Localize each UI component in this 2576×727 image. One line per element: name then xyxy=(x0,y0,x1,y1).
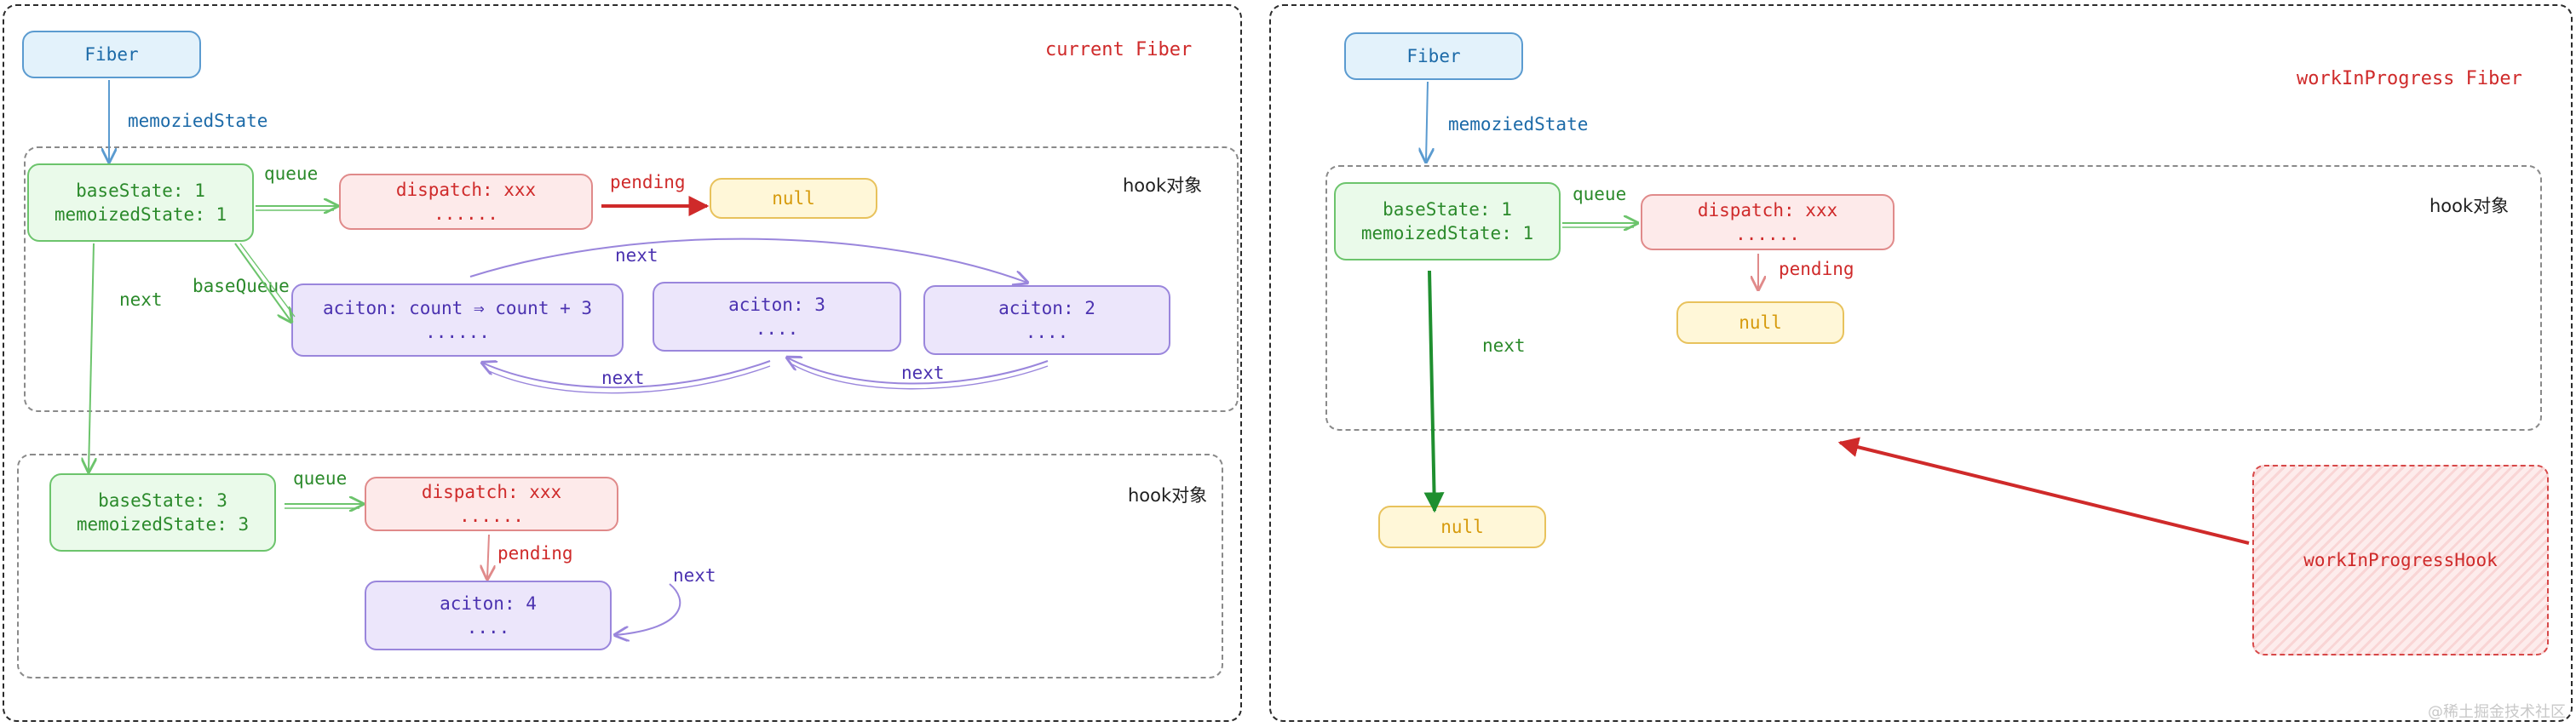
current-action-next-mid-label: next xyxy=(601,368,645,388)
current-hook2-dispatch-node: dispatch: xxx ...... xyxy=(365,477,618,531)
current-hook2-area-label: hook对象 xyxy=(1128,485,1208,506)
wip-fiber-panel xyxy=(1269,4,2573,722)
current-fiber-title: current Fiber xyxy=(1045,39,1193,60)
current-fiber-node: Fiber xyxy=(22,31,201,78)
wip-memoized-state-label: memoziedState xyxy=(1448,114,1589,135)
current-hook2-action: aciton: 4 xyxy=(440,593,537,614)
current-action-next-right-label: next xyxy=(901,363,945,383)
current-action-3-more: .... xyxy=(755,318,799,339)
current-hook1-base-state: baseState: 1 xyxy=(76,180,205,201)
current-action-count-node: aciton: count ⇒ count + 3 ...... xyxy=(291,283,624,357)
current-hook2-action-more: .... xyxy=(466,617,510,638)
wip-hook-state-node: baseState: 1 memoizedState: 1 xyxy=(1334,182,1561,260)
wip-hook-queue-label: queue xyxy=(1573,184,1627,204)
current-hook1-pending-null-text: null xyxy=(772,188,815,209)
current-hook2-self-next-label: next xyxy=(673,565,716,586)
current-action-2-node: aciton: 2 .... xyxy=(923,285,1170,355)
wip-hook-pending-null-text: null xyxy=(1739,312,1782,333)
wip-hook-area-label: hook对象 xyxy=(2429,196,2510,216)
current-hook1-pending-null: null xyxy=(710,178,877,219)
current-hook1-dispatch-more: ...... xyxy=(434,203,498,224)
current-hook1-basequeue-label: baseQueue xyxy=(193,276,290,296)
current-action-count-more: ...... xyxy=(425,322,490,342)
current-hook1-pending-label: pending xyxy=(610,172,686,192)
current-hook1-memoized-state: memoizedState: 1 xyxy=(54,204,227,225)
current-hook1-state-node: baseState: 1 memoizedState: 1 xyxy=(27,163,254,242)
work-in-progress-hook-label: workInProgressHook xyxy=(2303,550,2498,570)
wip-fiber-label: Fiber xyxy=(1406,46,1461,66)
current-hook2-pending-label: pending xyxy=(497,543,573,564)
current-action-next-top-label: next xyxy=(615,245,658,266)
wip-hook-memoized-state: memoizedState: 1 xyxy=(1360,223,1534,243)
wip-hook-dispatch-more: ...... xyxy=(1735,224,1800,244)
watermark: @稀土掘金技术社区 xyxy=(2428,703,2566,721)
work-in-progress-hook-node: workInProgressHook xyxy=(2252,465,2549,655)
current-hook1-area xyxy=(24,146,1239,412)
wip-hook-pending-label: pending xyxy=(1779,259,1854,279)
wip-hook-next-label: next xyxy=(1482,335,1526,356)
wip-hook-dispatch: dispatch: xxx xyxy=(1697,200,1838,220)
current-hook2-action-node: aciton: 4 .... xyxy=(365,581,612,650)
current-hook2-state-node: baseState: 3 memoizedState: 3 xyxy=(49,473,276,552)
current-hook2-base-state: baseState: 3 xyxy=(98,490,227,511)
current-fiber-label: Fiber xyxy=(84,44,139,65)
wip-fiber-title: workInProgress Fiber xyxy=(2297,68,2522,89)
current-hook2-dispatch-more: ...... xyxy=(459,506,524,526)
wip-next-null-node: null xyxy=(1378,506,1546,548)
current-hook2-dispatch: dispatch: xxx xyxy=(421,482,562,502)
current-hook2-memoized-state: memoizedState: 3 xyxy=(76,514,250,535)
current-hook1-area-label: hook对象 xyxy=(1123,175,1203,196)
current-hook2-queue-label: queue xyxy=(293,468,348,489)
current-action-count: aciton: count ⇒ count + 3 xyxy=(322,298,593,318)
current-action-3-node: aciton: 3 .... xyxy=(653,282,901,352)
wip-hook-area xyxy=(1325,165,2542,431)
current-action-2: aciton: 2 xyxy=(998,298,1095,318)
wip-fiber-node: Fiber xyxy=(1344,32,1523,80)
current-hook1-dispatch: dispatch: xxx xyxy=(395,180,537,200)
current-memoized-state-label: memoziedState xyxy=(128,111,268,131)
current-action-2-more: .... xyxy=(1025,322,1069,342)
wip-hook-pending-null: null xyxy=(1676,301,1844,344)
current-hook1-queue-label: queue xyxy=(264,163,319,184)
wip-next-null-text: null xyxy=(1440,517,1484,537)
current-hook1-dispatch-node: dispatch: xxx ...... xyxy=(339,174,593,230)
wip-hook-dispatch-node: dispatch: xxx ...... xyxy=(1641,194,1895,250)
wip-hook-base-state: baseState: 1 xyxy=(1383,199,1512,220)
current-fiber-panel xyxy=(3,4,1242,722)
current-action-3: aciton: 3 xyxy=(728,295,825,315)
current-hook-next-label: next xyxy=(119,289,163,310)
current-hook2-area xyxy=(17,454,1223,678)
